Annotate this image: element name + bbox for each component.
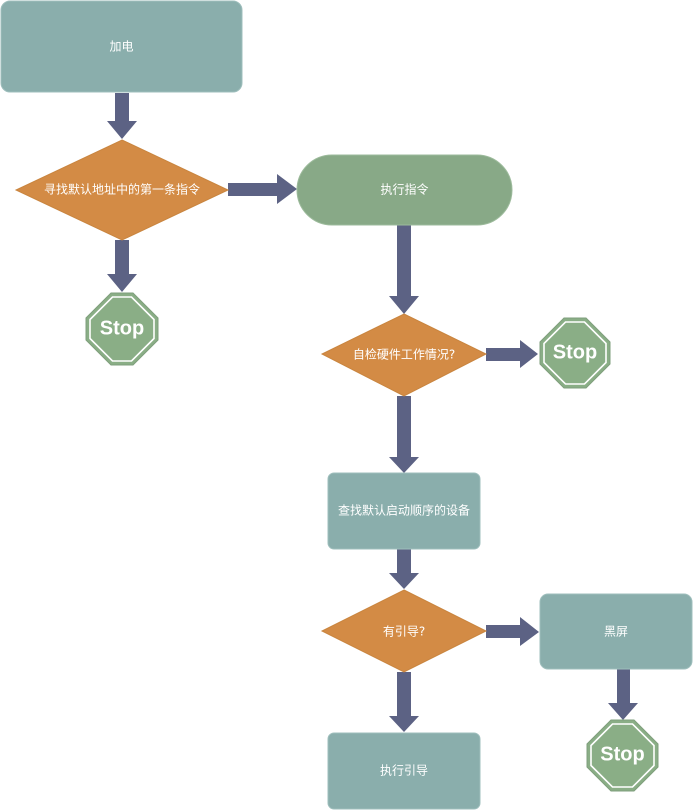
arrow-find-to-execute [228, 174, 297, 204]
decision-find-first-instruction: 寻找默认地址中的第一条指令 [14, 139, 230, 241]
node-black-screen: 黑屏 [539, 593, 693, 670]
node-execute-instruction-label: 执行指令 [380, 182, 428, 197]
arrow-find-to-stop [107, 240, 137, 292]
decision-find-first-instruction-label: 寻找默认地址中的第一条指令 [44, 182, 200, 197]
stop-sign-2-label: Stop [553, 341, 597, 363]
node-execute-instruction: 执行指令 [296, 154, 513, 226]
arrow-hasboot-to-blackscreen [486, 617, 539, 646]
decision-has-boot: 有引导? [320, 589, 488, 673]
node-execute-boot-label: 执行引导 [380, 764, 428, 778]
arrow-execute-to-selfcheck [389, 225, 419, 314]
arrow-blackscreen-to-stop [608, 661, 638, 720]
node-black-screen-label: 黑屏 [604, 625, 628, 639]
decision-has-boot-label: 有引导? [383, 625, 425, 639]
stop-sign-3: Stop [586, 719, 659, 792]
stop-sign-1: Stop [85, 292, 159, 366]
node-execute-boot: 执行引导 [327, 732, 481, 810]
arrow-power-to-find [107, 93, 137, 139]
stop-sign-3-label: Stop [600, 743, 644, 765]
node-find-boot-device-label: 查找默认启动顺序的设备 [338, 503, 470, 518]
arrow-selfcheck-to-stop [486, 340, 538, 368]
node-power-on-label: 加电 [109, 40, 133, 54]
arrow-selfcheck-to-bootdevice [389, 396, 419, 473]
arrow-bootdevice-to-hasboot [389, 549, 419, 589]
node-power-on: 加电 [0, 0, 243, 93]
node-find-boot-device: 查找默认启动顺序的设备 [327, 472, 481, 550]
decision-self-check: 自检硬件工作情况? [320, 313, 488, 397]
decision-self-check-label: 自检硬件工作情况? [353, 347, 455, 362]
stop-sign-1-label: Stop [100, 317, 144, 339]
arrow-hasboot-to-executeboot [389, 672, 419, 732]
stop-sign-2: Stop [539, 317, 611, 389]
